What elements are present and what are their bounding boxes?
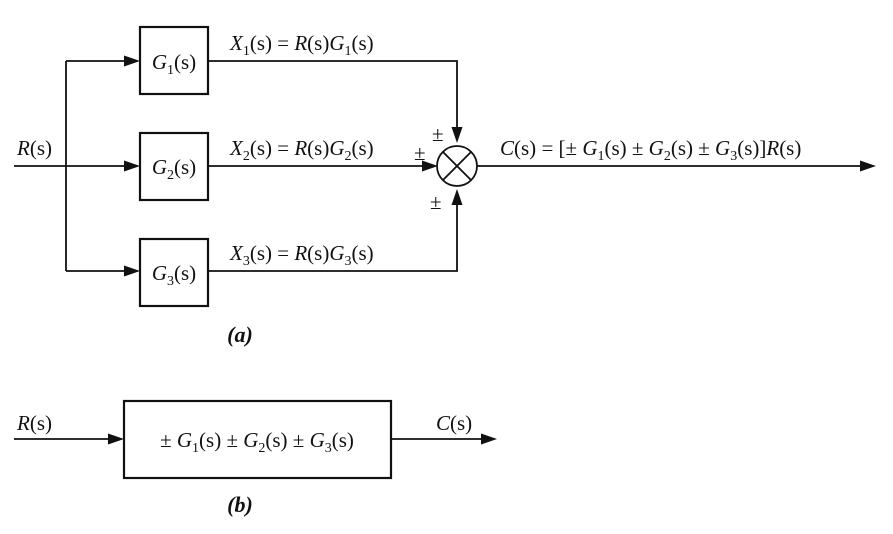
combined-block	[122, 399, 393, 480]
block-g3	[138, 237, 210, 308]
arrow-x1-to-sum	[451, 127, 463, 143]
combined-block-label: ± G1(s) ± G2(s) ± G3(s)	[160, 428, 354, 456]
arrow-to-g1	[124, 55, 140, 67]
input-label-b: R(s)	[16, 411, 52, 435]
signal-line-x1	[208, 60, 458, 130]
block-g3-label: G3(s)	[152, 261, 196, 289]
sign-top: ±	[432, 122, 444, 146]
block-g2-label: G2(s)	[152, 155, 196, 183]
signal-label-x3: X3(s) = R(s)G3(s)	[229, 241, 374, 269]
summing-junction	[436, 145, 478, 187]
part-b-diagram: R(s) ± G1(s) ± G2(s) ± G3(s) C(s) (b)	[14, 399, 497, 517]
caption-b: (b)	[227, 492, 253, 517]
arrow-x3-to-sum	[451, 189, 463, 205]
input-label-a: R(s)	[16, 136, 52, 160]
caption-a: (a)	[227, 322, 253, 347]
part-a-diagram: R(s) G1(s) G2(s) G3(s)	[14, 25, 876, 347]
output-arrow-a	[860, 160, 876, 172]
sign-bottom: ±	[430, 190, 442, 214]
signal-line-x3	[208, 202, 458, 272]
arrow-x2-to-sum	[422, 160, 438, 172]
output-label-b: C(s)	[436, 411, 472, 435]
input-arrow-b	[108, 433, 124, 445]
sign-left: ±	[414, 141, 426, 165]
signal-label-x1: X1(s) = R(s)G1(s)	[229, 31, 374, 59]
signal-label-x2: X2(s) = R(s)G2(s)	[229, 136, 374, 164]
output-equation-a: C(s) = [± G1(s) ± G2(s) ± G3(s)]R(s)	[500, 136, 801, 164]
arrow-to-g2	[124, 160, 140, 172]
arrow-to-g3	[124, 265, 140, 277]
output-arrow-b	[481, 433, 497, 445]
block-g1-label: G1(s)	[152, 50, 196, 78]
